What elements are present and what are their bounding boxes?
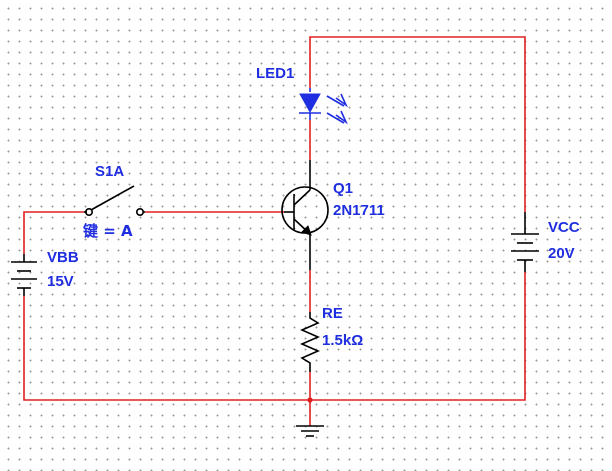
switch-symbol[interactable]	[84, 185, 145, 217]
re-resistor-symbol[interactable]	[300, 312, 320, 372]
re-value-label: 1.5kΩ	[322, 332, 363, 349]
wire-vcc-bottom[interactable]	[310, 272, 526, 401]
wire-vbb-switch[interactable]	[23, 211, 84, 254]
led-ref-label: LED1	[256, 65, 294, 82]
vbb-value-label: 15V	[47, 273, 74, 290]
vbb-ref-label: VBB	[47, 249, 79, 266]
vcc-battery-symbol[interactable]	[511, 212, 539, 272]
vcc-value-label: 20V	[548, 245, 575, 262]
transistor-ref-label: Q1	[333, 180, 353, 197]
wire-bottom-left[interactable]	[23, 296, 310, 401]
switch-ref-label: S1A	[95, 163, 124, 180]
transistor-symbol[interactable]	[281, 160, 329, 270]
junction-dot	[307, 397, 313, 403]
re-ref-label: RE	[322, 305, 343, 322]
wires	[23, 36, 526, 426]
ground-symbol[interactable]	[296, 425, 324, 437]
transistor-model-label: 2N1711	[333, 202, 385, 219]
vcc-ref-label: VCC	[548, 219, 580, 236]
led-symbol[interactable]	[299, 88, 348, 125]
switch-key-label: 键 = A	[82, 222, 133, 240]
vbb-battery-symbol[interactable]	[11, 254, 37, 296]
wire-top[interactable]	[309, 36, 526, 212]
